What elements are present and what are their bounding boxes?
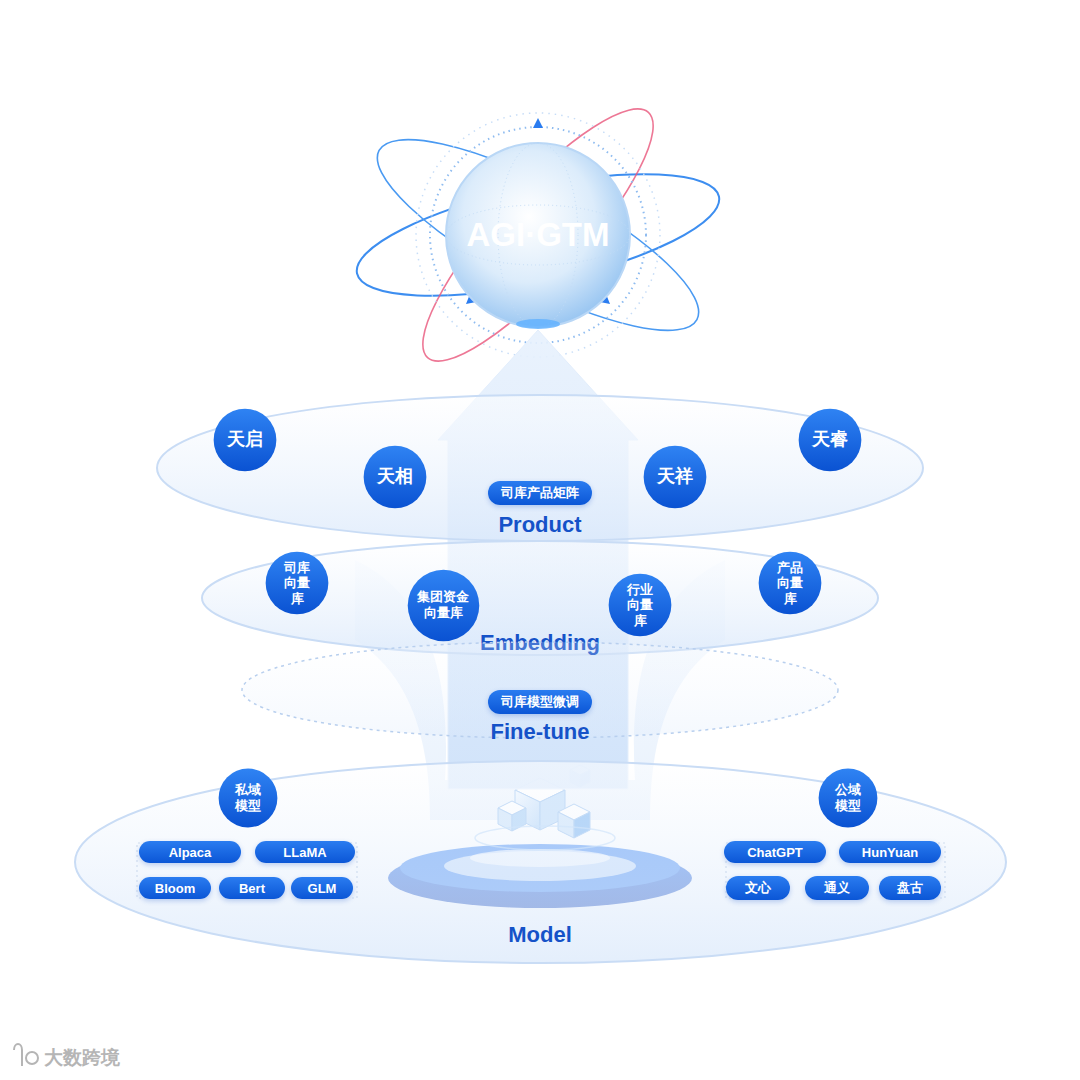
layer-title: Product (498, 512, 581, 538)
label-pill: 司库产品矩阵 (488, 481, 592, 505)
circle-label: 天相 (377, 466, 413, 488)
product-circle: 天祥 (643, 445, 707, 509)
circle-label: 集团资金向量库 (415, 589, 471, 620)
pill-label: 文心 (745, 879, 771, 897)
watermark: 大数跨境 (44, 1045, 120, 1071)
product-circle: 公域模型 (818, 768, 878, 828)
circle-label: 天启 (227, 429, 263, 451)
pill-label: 盘古 (897, 879, 923, 897)
pill-label: Bloom (155, 881, 195, 896)
label-pill: 司库模型微调 (488, 690, 592, 714)
layer-title: Fine-tune (491, 719, 590, 745)
pill-label: Alpaca (169, 845, 212, 860)
pill-label: 司库模型微调 (501, 693, 579, 711)
pill-label: LLaMA (283, 845, 326, 860)
layer-band: Product 天启天相 天祥 天睿司库产品矩阵 (155, 393, 925, 543)
pill-label: ChatGPT (747, 845, 803, 860)
label-pill: 通义 (805, 876, 869, 900)
globe-node: AGI·GTM (443, 140, 633, 330)
pill-label: HunYuan (862, 845, 918, 860)
dashed-layer-band: Fine-tune司库模型微调 (240, 640, 840, 740)
product-circle: 产品向量库 (758, 551, 822, 615)
circle-label: 司库向量库 (282, 560, 312, 607)
label-pill: 盘古 (879, 876, 941, 900)
circle-label: 行业向量库 (625, 582, 655, 629)
pill-label: 司库产品矩阵 (501, 484, 579, 502)
product-circle: 天启 (213, 408, 277, 472)
circle-label: 私域模型 (233, 782, 263, 813)
product-circle: 私域模型 (218, 768, 278, 828)
layer-title: Model (508, 922, 572, 948)
product-circle: 天相 (363, 445, 427, 509)
label-pill: HunYuan (839, 841, 941, 863)
label-pill: GLM (291, 877, 353, 899)
circle-label: 天祥 (657, 466, 693, 488)
circle-label: 公域模型 (833, 782, 863, 813)
circle-label: 天睿 (812, 429, 848, 451)
product-circle: 司库向量库 (265, 551, 329, 615)
pill-label: GLM (308, 881, 337, 896)
layer-band: Model 私域模型 Alpaca LLaMA Bloom Bert GLM 公域模型 Chat… (73, 759, 1008, 965)
circle-label: 产品向量库 (775, 560, 805, 607)
product-circle: 行业向量库 (608, 573, 672, 637)
label-pill: LLaMA (255, 841, 355, 863)
label-pill: Alpaca (139, 841, 241, 863)
product-circle: 天睿 (798, 408, 862, 472)
pill-label: 通义 (824, 879, 850, 897)
product-circle: 集团资金向量库 (407, 569, 480, 642)
label-pill: ChatGPT (724, 841, 826, 863)
layer-band: Embedding司库向量库集团资金向量库行业向量库产品向量库 (200, 539, 880, 657)
globe-title: AGI·GTM (467, 215, 610, 255)
pill-label: Bert (239, 881, 265, 896)
label-pill: Bloom (139, 877, 211, 899)
label-pill: 文心 (726, 876, 790, 900)
label-pill: Bert (219, 877, 285, 899)
